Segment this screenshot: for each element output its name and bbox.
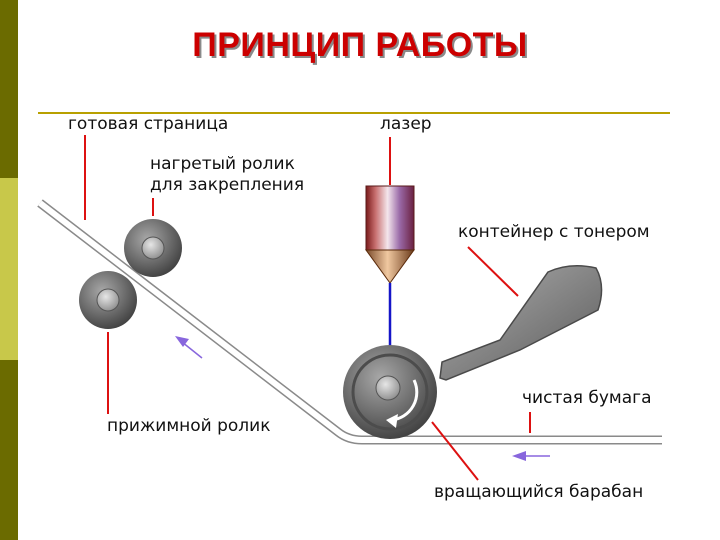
rotating-drum-icon (343, 345, 437, 439)
toner-container-icon (439, 265, 603, 381)
label-laser: лазер (380, 114, 432, 134)
leader-lines (84, 135, 531, 481)
paper-direction-arrow-upper (175, 336, 203, 359)
label-rotating-drum: вращающийся барабан (434, 482, 644, 502)
heated-roller-icon (124, 219, 182, 277)
label-finished-page: готовая страница (68, 114, 229, 134)
title-divider (38, 112, 670, 114)
label-clean-paper: чистая бумага (522, 388, 652, 408)
pressure-roller-icon (79, 271, 137, 329)
paper-direction-arrow-lower (512, 451, 550, 461)
label-toner-container: контейнер с тонером (458, 222, 650, 242)
side-bar-dark-bottom (0, 360, 18, 540)
label-pressure-roller: прижимной ролик (107, 416, 271, 436)
side-bar-dark-top (0, 0, 18, 178)
slide-title: ПРИНЦИП РАБОТЫ (192, 26, 528, 64)
label-heated-roller-line1: нагретый ролик (150, 154, 295, 174)
side-bar-light (0, 178, 18, 360)
paper-path (37, 199, 662, 445)
laser-unit-icon (365, 185, 415, 284)
label-heated-roller-line2: для закрепления (150, 175, 305, 195)
